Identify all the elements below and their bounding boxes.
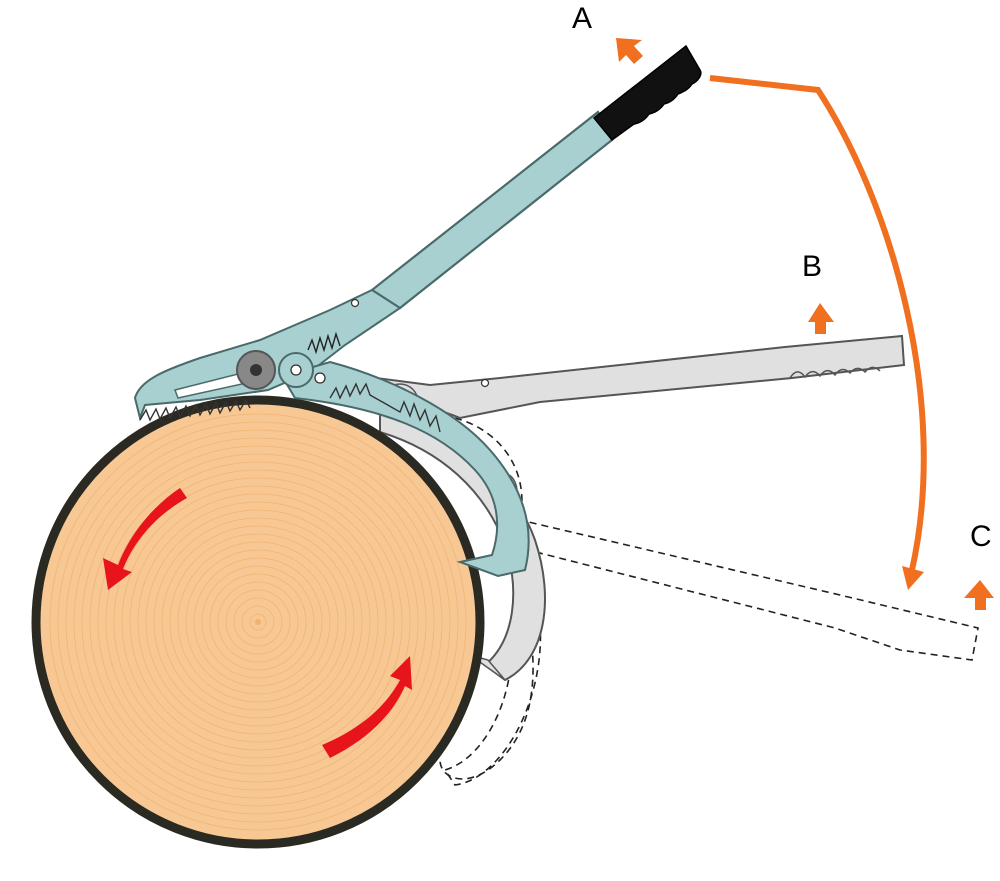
growth-ring (201, 565, 315, 679)
lever-a-teeth (139, 398, 251, 422)
lever-b-rivet (480, 378, 490, 388)
position-label-a: A (572, 2, 592, 35)
hook-a-hole (314, 372, 326, 384)
position-c-arrow-icon (964, 580, 994, 610)
hook-a-teeth (329, 382, 441, 433)
growth-ring (161, 525, 355, 719)
lever-a-shaft (370, 110, 614, 310)
rotation-arrows (103, 488, 412, 758)
rotation-arrow-upper-icon (103, 488, 187, 590)
growth-ring (153, 517, 363, 727)
position-marker-c: C (964, 520, 994, 610)
growth-ring (65, 429, 451, 815)
growth-ring (121, 485, 395, 759)
position-label-b: B (802, 250, 822, 283)
growth-ring (225, 589, 291, 655)
lever-b-grip-ridges (789, 366, 881, 379)
lever-position-a (133, 44, 702, 578)
lever-a-rivet (350, 298, 360, 308)
position-marker-b: B (802, 250, 834, 334)
swing-arc-arrowhead-icon (902, 566, 924, 590)
position-marker-a: A (572, 2, 643, 64)
growth-ring (209, 573, 307, 671)
position-label-c: C (970, 520, 992, 553)
swing-arc-line (709, 75, 927, 571)
position-b-arrow-icon (808, 303, 834, 334)
growth-ring (241, 605, 275, 639)
growth-ring (137, 501, 379, 743)
growth-ring (217, 581, 299, 663)
growth-ring (57, 421, 459, 823)
growth-ring (233, 597, 283, 647)
log-growth-rings (49, 413, 467, 831)
position-a-arrow-icon (616, 38, 643, 64)
spring (307, 331, 341, 355)
growth-ring (113, 477, 403, 767)
growth-ring (193, 557, 323, 687)
growth-ring (105, 469, 411, 775)
log-cross-section (31, 395, 485, 849)
log-pith (255, 619, 261, 625)
growth-ring (73, 437, 443, 807)
growth-ring (49, 413, 467, 831)
swing-arc (709, 75, 927, 590)
pivot-main-center (250, 364, 262, 376)
growth-ring (97, 461, 419, 783)
growth-ring (129, 493, 387, 751)
growth-ring (81, 445, 435, 799)
growth-ring (169, 533, 347, 711)
lever-a-grip (592, 44, 702, 142)
growth-ring (145, 509, 371, 735)
rotation-arrow-lower-icon (322, 656, 412, 758)
growth-ring (177, 541, 339, 703)
hook-pivot-hole (290, 364, 302, 376)
growth-ring (185, 549, 331, 695)
growth-ring (249, 613, 267, 631)
growth-ring (89, 453, 427, 791)
